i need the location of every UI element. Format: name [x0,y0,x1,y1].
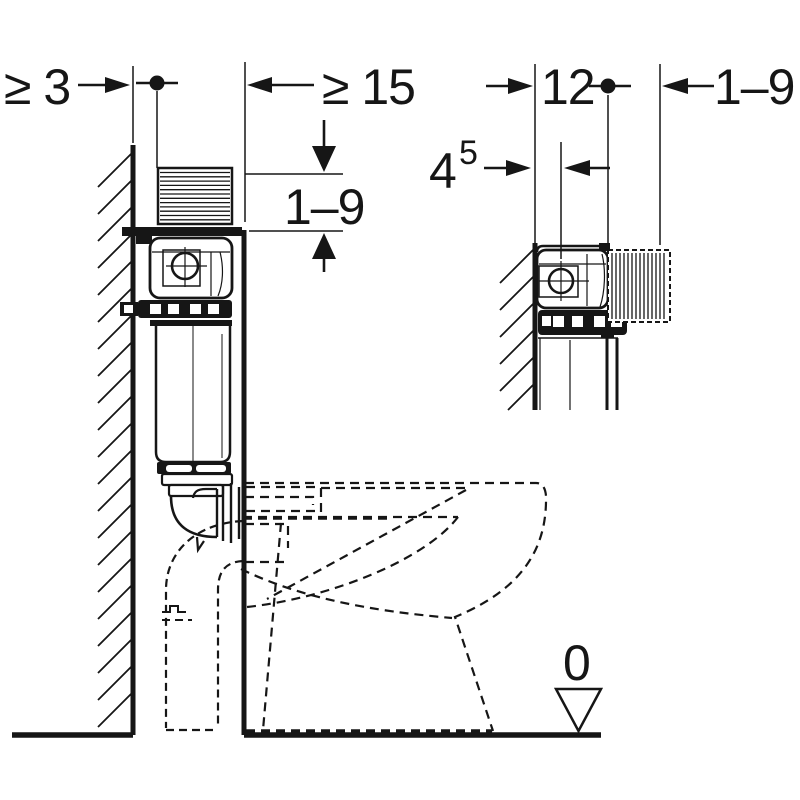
valve-detail-curves [210,251,224,297]
drain-bend-inner [216,559,244,728]
wall-bracket [120,300,232,326]
wc-pan-dashed [240,481,548,733]
plan-box-outline [607,249,671,323]
protection-box-ribs [160,171,230,221]
floor-level-marker: 0 [553,635,604,734]
plan-bracket-slot [572,316,583,327]
frame-top-rail [122,227,242,244]
pan-rim-top [319,486,466,517]
dim-finish-thickness-label: 1–9 [714,59,794,115]
plan-tank-seams [539,338,571,410]
left-section-view: ≥ 3 ≥ 15 1–9 0 [4,59,604,738]
dim-pipe-axis-superscript: 5 [459,134,478,172]
elbow-drip-tip [195,536,205,554]
arrow-right-icon [105,77,130,93]
plan-top-cap [535,244,599,253]
plan-bracket-slot [542,316,551,326]
plan-detail-curves [586,253,606,308]
pan-shelf-line [245,495,315,505]
pan-inlet-pipe [246,485,320,513]
plan-bracket-slot [594,316,605,327]
flush-pipe-crosshair [166,247,207,287]
bracket-slot [150,304,161,314]
left-dimensions: ≥ 3 ≥ 15 1–9 [4,59,416,272]
pan-pedestal-front [261,522,283,731]
pan-outlet-stub [245,522,290,564]
plan-tank-clip [601,329,614,338]
arrow-left-icon [662,78,688,94]
dim-pipe-axis-label: 4 [429,143,456,199]
arrow-up-icon [312,233,336,259]
arrow-down-icon [312,146,336,172]
drain-pipe-dashed [162,519,244,732]
wall-hatch [97,151,134,728]
pan-top-and-rear [245,481,548,732]
valve-seat [162,249,201,287]
tank-seams [192,326,223,462]
bracket-slot [168,304,179,314]
frame-top-clip [136,236,152,244]
pan-lower-curve [240,568,453,620]
dim-wall-clearance-label: ≥ 3 [4,59,70,115]
drain-pipe-break-mark [162,605,186,613]
pan-section-diagonal [266,489,467,600]
arrow-left-icon [247,77,272,93]
tank-base-slot [196,465,226,472]
right-plan-view: 12 1–9 4 5 [429,59,795,411]
drain-bend-outer [164,519,244,728]
floor-level-label: 0 [563,635,590,691]
outlet-collar-upper [160,472,234,487]
elbow-outer [169,495,218,539]
pan-inner-bowl [246,516,459,609]
bracket-slot [208,304,219,314]
arrow-left-icon [564,160,590,176]
plan-tank-front-faces [605,338,619,410]
bracket-lower-rail [150,320,232,326]
protection-box [156,166,234,226]
dim-cistern-depth-label: 12 [541,59,595,115]
dim-niche-depth-label: ≥ 15 [322,59,415,115]
plan-crosshair [539,261,589,301]
plan-protection-box [607,249,671,323]
arrow-right-icon [506,160,531,176]
frame-top-bar [122,227,242,236]
bracket-slot [190,304,201,314]
flush-bend [169,483,245,554]
plan-bracket-slot [553,316,564,327]
level-triangle-icon [553,687,604,734]
plan-wall [499,243,538,411]
arrow-right-icon [508,78,533,94]
dim-finish-thickness-label: 1–9 [284,179,364,235]
elbow-inner [191,487,217,499]
plan-top-clip [599,243,610,251]
back-wall [97,145,136,735]
cistern-tank [154,326,234,498]
elbow-flange [215,483,245,543]
bracket-anchor-hole [124,305,133,313]
right-dimensions: 12 1–9 4 5 [429,59,795,259]
tank-base-slot [166,465,192,472]
flush-valve-unit [148,236,234,300]
wall-hatch [499,247,536,411]
plan-box-ribs [611,253,665,319]
